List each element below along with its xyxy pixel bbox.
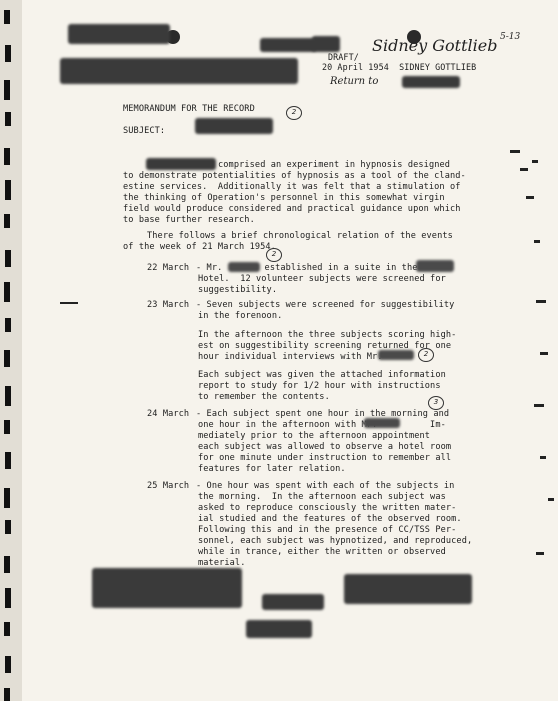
intro-line-6: to base further research. — [123, 215, 255, 225]
chrono-line-1: There follows a brief chronological rela… — [147, 231, 453, 241]
intro-line-4: the thinking of Operation's personnel in… — [123, 193, 445, 203]
entry-line: asked to reproduce consciously the writt… — [198, 503, 457, 513]
redaction-block — [378, 350, 414, 360]
circled-annotation: 2 — [266, 248, 282, 262]
binding-mark — [4, 420, 10, 434]
binding-mark — [5, 45, 11, 62]
handwritten-note: Return to — [330, 76, 379, 87]
binding-mark — [4, 350, 10, 367]
draft-label: DRAFT/ — [328, 52, 359, 62]
memo-title: MEMORANDUM FOR THE RECORD — [123, 104, 255, 114]
entry-paragraph-line: est on suggestibility screening returned… — [198, 341, 452, 351]
redaction-block — [228, 262, 260, 272]
binding-mark — [5, 452, 11, 469]
binding-mark — [4, 282, 10, 302]
redaction-block — [364, 418, 400, 428]
binding-mark — [4, 80, 10, 100]
entry-line: features for later relation. — [198, 464, 346, 474]
entry-paragraph-line: report to study for 1/2 hour with instru… — [198, 381, 441, 391]
binding-mark — [5, 180, 11, 200]
redaction-block — [402, 76, 460, 88]
scan-speck — [536, 552, 544, 555]
entry-line: - One hour was spent with each of the su… — [196, 481, 455, 491]
entry-line: ial studied and the features of the obse… — [198, 514, 462, 524]
intro-line-5: field would produce considered and pract… — [123, 204, 461, 214]
subject-label: SUBJECT: — [123, 126, 166, 136]
binding-mark — [5, 112, 11, 126]
entry-line: mediately prior to the afternoon appoint… — [198, 431, 431, 441]
redaction-block — [312, 36, 340, 52]
redaction-block — [260, 38, 316, 52]
circled-annotation: 2 — [418, 348, 434, 362]
binding-mark — [5, 250, 11, 267]
scan-speck — [532, 160, 538, 163]
scan-speck — [536, 300, 546, 303]
scan-speck — [526, 196, 534, 199]
scan-speck — [548, 498, 554, 501]
redaction-block — [60, 58, 298, 84]
intro-line-3: estine services. Additionally it was fel… — [123, 182, 461, 192]
entry-date: 25 March — [147, 481, 190, 491]
intro-line-1: comprised an experiment in hypnosis desi… — [218, 160, 451, 170]
entry-line: suggestibility. — [198, 285, 278, 295]
signature: Sidney Gottlieb — [372, 36, 498, 55]
entry-line: sonnel, each subject was hypnotized, and… — [198, 536, 473, 546]
entry-line: - Mr. established in a suite in the — [196, 263, 418, 273]
redaction-block — [246, 620, 312, 638]
entry-paragraph-line: hour individual interviews with Mr. — [198, 352, 383, 362]
redaction-block — [344, 574, 472, 604]
entry-line: - Each subject spent one hour in the mor… — [196, 409, 450, 419]
binding-mark — [5, 520, 11, 534]
entry-line: for one minute under instruction to reme… — [198, 453, 452, 463]
binding-mark — [4, 622, 10, 636]
date-line: 20 April 1954 SIDNEY GOTTLIEB — [322, 62, 477, 72]
entry-line: while in trance, either the written or o… — [198, 547, 446, 557]
binding-mark — [4, 148, 10, 165]
entry-line: material. — [198, 558, 246, 568]
redaction-block — [262, 594, 324, 610]
entry-line: each subject was allowed to observe a ho… — [198, 442, 452, 452]
redaction-block — [416, 260, 454, 272]
scan-speck — [540, 456, 546, 459]
entry-line: in the forenoon. — [198, 311, 283, 321]
punch-hole — [407, 30, 421, 44]
entry-paragraph-line: Each subject was given the attached info… — [198, 370, 446, 380]
redaction-block — [68, 24, 170, 44]
binding-mark — [5, 318, 11, 332]
chrono-line-2: of the week of 21 March 1954. — [123, 242, 276, 252]
binding-mark — [4, 214, 10, 228]
entry-date: 23 March — [147, 300, 190, 310]
handwritten-page-number: 5-13 — [500, 32, 521, 42]
entry-paragraph-line: to remember the contents. — [198, 392, 330, 402]
entry-date: 24 March — [147, 409, 190, 419]
redaction-block — [92, 568, 242, 608]
entry-line: Following this and in the presence of CC… — [198, 525, 457, 535]
binding-mark — [4, 10, 10, 24]
scan-speck — [510, 150, 520, 153]
scan-speck — [540, 352, 548, 355]
redaction-block — [195, 118, 273, 134]
binding-mark — [5, 588, 11, 608]
entry-date: 22 March — [147, 263, 190, 273]
binding-mark — [4, 688, 10, 701]
entry-line: one hour in the afternoon with Mr. Im- — [198, 420, 446, 430]
binding-mark — [5, 386, 11, 406]
binding-mark — [4, 488, 10, 508]
entry-line: - Seven subjects were screened for sugge… — [196, 300, 455, 310]
circled-annotation: 2 — [286, 106, 302, 120]
scan-speck — [60, 302, 78, 304]
scan-speck — [534, 404, 544, 407]
entry-paragraph-line: In the afternoon the three subjects scor… — [198, 330, 457, 340]
scan-speck — [520, 168, 528, 171]
circled-annotation: 3 — [428, 396, 444, 410]
redaction-block — [146, 158, 216, 170]
scan-speck — [534, 240, 540, 243]
binding-mark — [4, 556, 10, 573]
binding-mark — [5, 656, 11, 673]
intro-line-2: to demonstrate potentialities of hypnosi… — [123, 171, 466, 181]
entry-line: the morning. In the afternoon each subje… — [198, 492, 446, 502]
entry-line: Hotel. 12 volunteer subjects were screen… — [198, 274, 446, 284]
